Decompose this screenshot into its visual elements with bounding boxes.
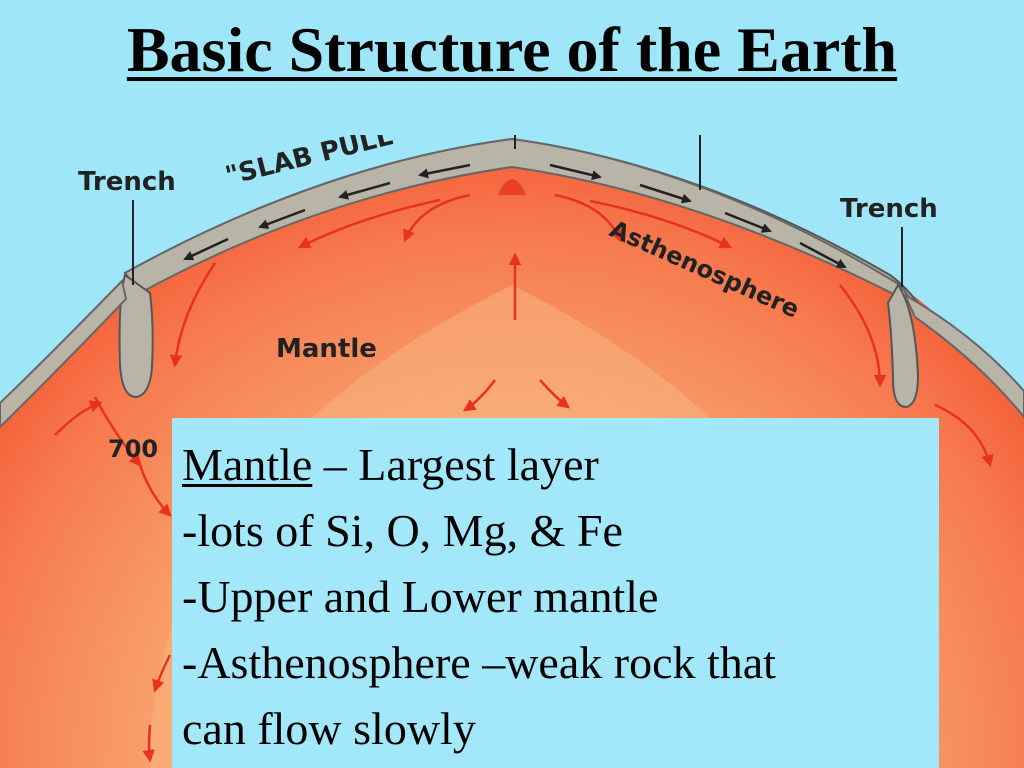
mantle-term: Mantle [182, 439, 313, 490]
mantle-label: Mantle [276, 334, 377, 364]
mantle-heading-line: Mantle – Largest layer [182, 432, 939, 498]
right-outer-plate [902, 292, 1024, 419]
left-subducting-slab [118, 273, 154, 399]
right-subducting-slab [886, 283, 920, 409]
bullet-upper-lower: -Upper and Lower mantle [182, 571, 659, 622]
trench-right-label: Trench [840, 194, 938, 224]
plate-motion-arrows [183, 163, 847, 269]
bullet-asthenosphere-cont: can flow slowly [182, 703, 476, 754]
plate-band [123, 137, 916, 306]
title-bar: Basic Structure of the Earth [0, 0, 1024, 135]
trench-left-label: Trench [78, 167, 176, 197]
mantle-info-box: Mantle – Largest layer -lots of Si, O, M… [172, 418, 939, 768]
mantle-term-description: – Largest layer [312, 439, 599, 490]
convection-arrows [54, 193, 994, 763]
bullet-composition: -lots of Si, O, Mg, & Fe [182, 505, 623, 556]
left-outer-plate [0, 278, 128, 429]
bullet-asthenosphere: -Asthenosphere –weak rock that [182, 637, 776, 688]
ridge-upwelling [498, 179, 526, 195]
depth-label: 700 [108, 435, 158, 463]
slide-title: Basic Structure of the Earth [126, 14, 898, 85]
